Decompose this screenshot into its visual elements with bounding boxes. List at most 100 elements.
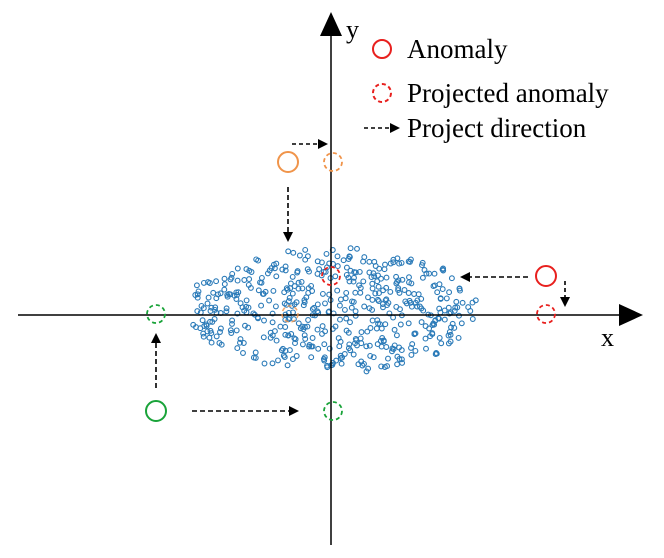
legend-projected-anomaly-icon xyxy=(372,83,392,103)
scatter-point xyxy=(411,291,418,297)
scatter-point xyxy=(193,282,200,289)
scatter-point xyxy=(381,266,388,273)
scatter-point xyxy=(406,274,412,281)
scatter-point xyxy=(431,270,438,277)
scatter-point xyxy=(393,273,400,280)
scatter-point xyxy=(322,328,329,335)
scatter-point xyxy=(465,304,472,311)
scatter-point xyxy=(286,294,293,301)
scatter-point xyxy=(366,342,373,349)
scatter-point xyxy=(439,286,446,293)
scatter-point xyxy=(378,325,385,332)
scatter-point xyxy=(291,301,298,308)
scatter-point xyxy=(354,245,360,252)
scatter-point xyxy=(253,256,260,263)
scatter-point xyxy=(210,289,217,296)
scatter-point xyxy=(252,354,259,361)
scatter-point xyxy=(437,295,444,302)
axes: x y xyxy=(18,12,643,545)
scatter-point xyxy=(326,345,333,352)
scatter-point xyxy=(340,257,347,264)
scatter-point xyxy=(369,280,376,287)
scatter-point xyxy=(294,269,301,276)
scatter-point xyxy=(395,285,402,292)
scatter-point xyxy=(363,368,370,375)
scatter-point xyxy=(269,319,276,326)
scatter-point xyxy=(282,267,289,274)
legend-anomaly-icon xyxy=(372,39,392,59)
scatter-point xyxy=(345,274,352,281)
scatter-point xyxy=(369,296,376,303)
scatter-point xyxy=(334,253,341,260)
scatter-point xyxy=(419,274,426,281)
scatter-point xyxy=(445,304,452,311)
scatter-point xyxy=(347,267,354,274)
scatter-point xyxy=(255,287,262,294)
x-axis-arrowhead xyxy=(619,304,643,326)
scatter-point xyxy=(282,324,289,330)
scatter-point xyxy=(259,290,266,297)
scatter-point xyxy=(207,318,213,325)
scatter-point xyxy=(387,260,394,267)
scatter-point xyxy=(314,308,321,315)
scatter-point xyxy=(308,282,315,289)
scatter-point xyxy=(233,289,240,296)
scatter-point xyxy=(397,321,404,328)
scatter-point xyxy=(347,347,354,354)
scatter-point xyxy=(292,336,299,343)
scatter-point xyxy=(365,294,371,301)
scatter-point xyxy=(366,269,373,276)
scatter-point xyxy=(229,270,236,277)
scatter-point xyxy=(380,287,387,294)
scatter-point xyxy=(337,316,343,323)
scatter-point xyxy=(405,320,412,327)
scatter-point xyxy=(300,326,307,333)
red-projected-anomaly-y xyxy=(321,266,341,286)
orange-anomaly xyxy=(277,151,299,173)
scatter-point xyxy=(418,319,425,326)
scatter-point xyxy=(412,330,419,337)
scatter-point xyxy=(358,340,365,347)
scatter-point xyxy=(399,359,406,366)
scatter-point xyxy=(223,305,230,312)
scatter-point xyxy=(364,328,371,335)
scatter-point xyxy=(347,319,353,326)
scatter-point xyxy=(204,300,211,307)
scatter-point xyxy=(234,345,241,352)
scatter-point xyxy=(258,302,265,309)
scatter-point xyxy=(420,307,427,314)
scatter-point xyxy=(352,289,359,296)
scatter-point xyxy=(289,290,296,297)
scatter-point xyxy=(279,266,286,273)
scatter-point xyxy=(261,317,267,324)
scatter-point xyxy=(352,308,359,315)
scatter-point xyxy=(343,264,350,271)
scatter-point xyxy=(357,284,364,291)
scatter-point xyxy=(321,357,328,364)
scatter-point xyxy=(322,300,328,307)
scatter-point xyxy=(374,296,381,303)
scatter-point xyxy=(334,263,341,270)
legend-anomaly-label: Anomaly xyxy=(407,34,508,64)
scatter-point xyxy=(237,336,244,343)
scatter-point xyxy=(396,260,403,267)
scatter-point xyxy=(390,259,397,266)
scatter-point xyxy=(273,273,280,280)
scatter-point xyxy=(208,304,215,311)
scatter-point xyxy=(381,364,388,370)
scatter-point xyxy=(348,304,355,311)
scatter-point xyxy=(234,265,241,272)
scatter-point xyxy=(217,290,224,297)
scatter-point xyxy=(447,338,454,345)
scatter-point xyxy=(269,310,276,317)
scatter-point xyxy=(293,353,300,359)
scatter-point xyxy=(255,315,261,322)
scatter-point xyxy=(419,262,425,269)
scatter-point xyxy=(378,363,385,370)
scatter-point xyxy=(426,325,433,332)
scatter-point xyxy=(343,289,350,296)
scatter-point xyxy=(227,327,234,334)
scatter-point xyxy=(433,350,440,356)
scatter-point xyxy=(190,321,197,328)
scatter-point xyxy=(430,283,437,290)
